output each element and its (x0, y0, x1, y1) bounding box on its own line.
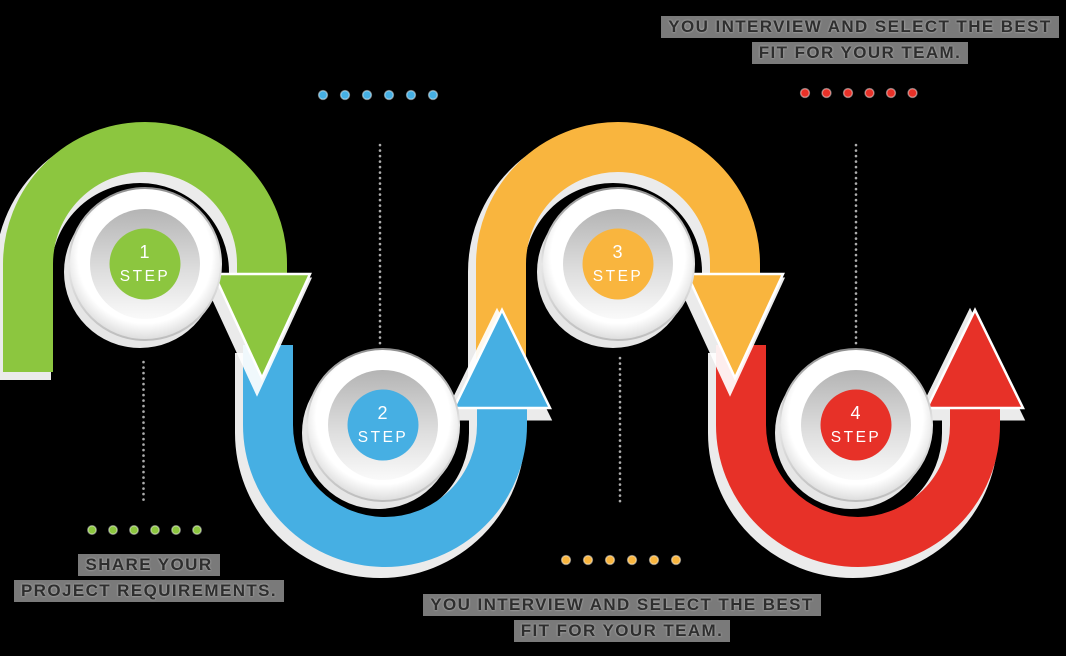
step1-badge: 1 STEP (64, 187, 222, 348)
step3-arrow-head (685, 272, 785, 381)
dot (129, 525, 139, 535)
step1-arrow (0, 122, 313, 397)
badge-disc (820, 389, 892, 461)
badge-step-label: STEP (358, 429, 408, 446)
step3-arrow (468, 122, 786, 401)
step2-arrow-band (243, 345, 527, 567)
step3-caption-line1: YOU INTERVIEW AND SELECT THE BEST (423, 594, 821, 616)
dot (427, 89, 439, 101)
step3-caption: YOU INTERVIEW AND SELECT THE BEST FIT FO… (390, 590, 854, 646)
dot (317, 89, 329, 101)
dot (87, 525, 97, 535)
step2-caption-dots (317, 89, 439, 101)
step2-arrow-head (451, 307, 553, 410)
step3-arrow-band (476, 122, 760, 393)
step2-badge: 2 STEP (302, 348, 460, 509)
dot (582, 554, 594, 566)
step1-arrow-head (212, 272, 312, 381)
dot (383, 89, 395, 101)
step4-caption-dots (799, 87, 918, 99)
step1-arrow-band (3, 122, 287, 372)
dot (405, 89, 417, 101)
dot (842, 87, 854, 99)
dot (885, 87, 897, 99)
dot (799, 87, 811, 99)
step4-caption: YOU INTERVIEW AND SELECT THE BEST FIT FO… (630, 12, 1066, 68)
dot (864, 87, 875, 99)
badge-number: 3 (612, 242, 623, 262)
dot (560, 554, 572, 566)
step1-caption-line2: PROJECT REQUIREMENTS. (13, 580, 285, 602)
dot (626, 554, 638, 566)
step4-caption-line2: FIT FOR YOUR TEAM. (751, 42, 969, 64)
dot (670, 554, 682, 566)
dot (339, 89, 351, 101)
badge-disc (582, 228, 654, 300)
dot (361, 89, 373, 101)
badge-disc (347, 389, 419, 461)
dot (108, 525, 118, 535)
dot (821, 87, 832, 99)
dot (192, 525, 202, 535)
badge-step-label: STEP (593, 268, 643, 285)
badge-number: 1 (139, 242, 150, 262)
badge-step-label: STEP (831, 429, 881, 446)
step1-caption-line1: SHARE YOUR (78, 554, 220, 576)
step3-caption-line2: FIT FOR YOUR TEAM. (513, 620, 731, 642)
badge-disc (109, 228, 181, 300)
badge-number: 2 (377, 403, 388, 423)
step4-arrow (708, 307, 1026, 578)
dot (604, 554, 616, 566)
step3-caption-dots (560, 554, 682, 566)
dot (171, 525, 181, 535)
dot (648, 554, 660, 566)
step2-arrow (235, 307, 553, 578)
step4-caption-line1: YOU INTERVIEW AND SELECT THE BEST (661, 16, 1059, 38)
step1-caption-dots (87, 525, 202, 535)
step4-badge: 4 STEP (775, 348, 933, 509)
dot (150, 525, 160, 535)
badge-number: 4 (850, 403, 861, 423)
step1-caption: SHARE YOUR PROJECT REQUIREMENTS. (0, 550, 298, 606)
dot (907, 87, 918, 99)
badge-step-label: STEP (120, 268, 170, 285)
step4-arrow-head (924, 307, 1026, 410)
step3-badge: 3 STEP (537, 187, 695, 348)
step4-arrow-band (716, 345, 1000, 567)
